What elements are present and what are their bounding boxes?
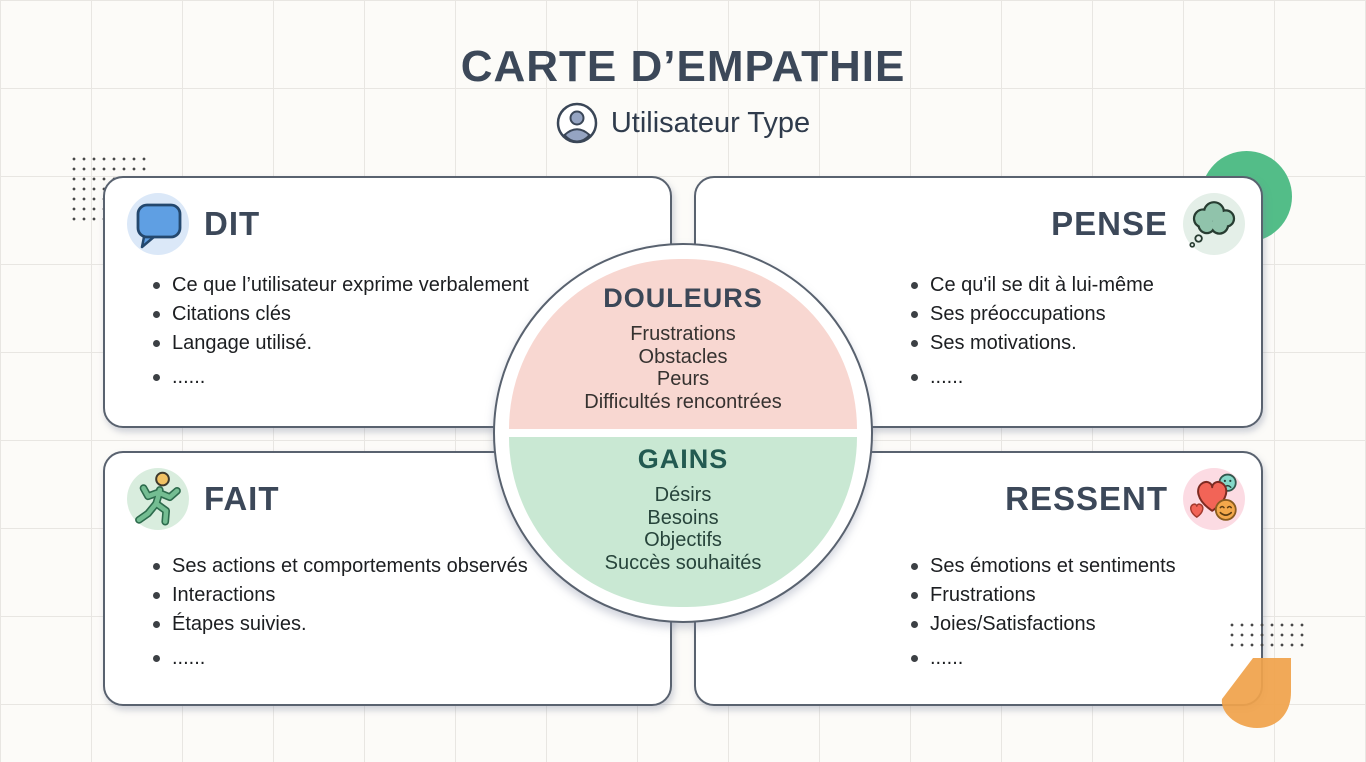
list-item: ...... (696, 363, 1261, 392)
pense-header: PENSE (696, 178, 1261, 255)
list-item: Joies/Satisfactions (696, 610, 1261, 639)
dit-title: DIT (204, 205, 261, 242)
pains-item: Frustrations (630, 323, 736, 345)
dit-header: DIT (105, 178, 670, 255)
list-item: Étapes suivies. (105, 610, 670, 639)
fait-list: Ses actions et comportements observés In… (105, 552, 670, 673)
list-item: ...... (105, 644, 670, 673)
walking-person-icon (127, 468, 189, 530)
list-item: Ce qu'il se dit à lui-même (696, 271, 1261, 300)
list-item: Ses motivations. (696, 329, 1261, 358)
gains-item: Désirs (654, 484, 712, 506)
dot-grid-decoration (1224, 617, 1304, 647)
fait-title: FAIT (204, 480, 280, 517)
pains-block: DOULEURS Frustrations Obstacles Peurs Di… (495, 283, 871, 413)
pains-item: Peurs (656, 368, 710, 390)
pains-item: Difficultés rencontrées (584, 390, 782, 413)
gains-item: Succès souhaités (604, 551, 762, 574)
list-item: ...... (105, 363, 670, 392)
list-item: Ses préoccupations (696, 300, 1261, 329)
list-item: Ce que l’utilisateur exprime verbalement (105, 271, 670, 300)
pense-title: PENSE (1051, 205, 1168, 242)
gains-title: GAINS (637, 444, 729, 474)
list-item: Langage utilisé. (105, 329, 670, 358)
dit-list: Ce que l’utilisateur exprime verbalement… (105, 271, 670, 392)
list-item: ...... (696, 644, 1261, 673)
gains-items: Désirs Besoins Objectifs Succès souhaité… (495, 484, 871, 574)
gains-item: Besoins (647, 506, 719, 529)
ressent-list: Ses émotions et sentiments Frustrations … (696, 552, 1261, 673)
fait-header: FAIT (105, 453, 670, 530)
list-item: Ses actions et comportements observés (105, 552, 670, 581)
user-avatar-icon (556, 102, 598, 144)
speech-bubble-icon (127, 193, 189, 255)
orange-blob-decoration (1212, 652, 1296, 734)
hearts-emotions-icon (1183, 468, 1245, 530)
list-item: Frustrations (696, 581, 1261, 610)
persona-row: Utilisateur Type (0, 102, 1366, 144)
pains-item: Obstacles (638, 345, 728, 368)
list-item: Interactions (105, 581, 670, 610)
pains-title: DOULEURS (603, 283, 763, 313)
gains-block: GAINS Désirs Besoins Objectifs Succès so… (495, 444, 871, 574)
gains-item: Objectifs (644, 529, 722, 551)
ressent-title: RESSENT (1005, 480, 1168, 517)
pense-list: Ce qu'il se dit à lui-même Ses préoccupa… (696, 271, 1261, 392)
pains-gains-circle: DOULEURS Frustrations Obstacles Peurs Di… (493, 243, 873, 623)
list-item: Citations clés (105, 300, 670, 329)
page-title: CARTE D’EMPATHIE (460, 42, 906, 91)
ressent-header: RESSENT (696, 453, 1261, 530)
persona-label: Utilisateur Type (610, 106, 811, 139)
thought-cloud-icon (1183, 193, 1245, 255)
list-item: Ses émotions et sentiments (696, 552, 1261, 581)
pains-items: Frustrations Obstacles Peurs Difficultés… (495, 323, 871, 413)
